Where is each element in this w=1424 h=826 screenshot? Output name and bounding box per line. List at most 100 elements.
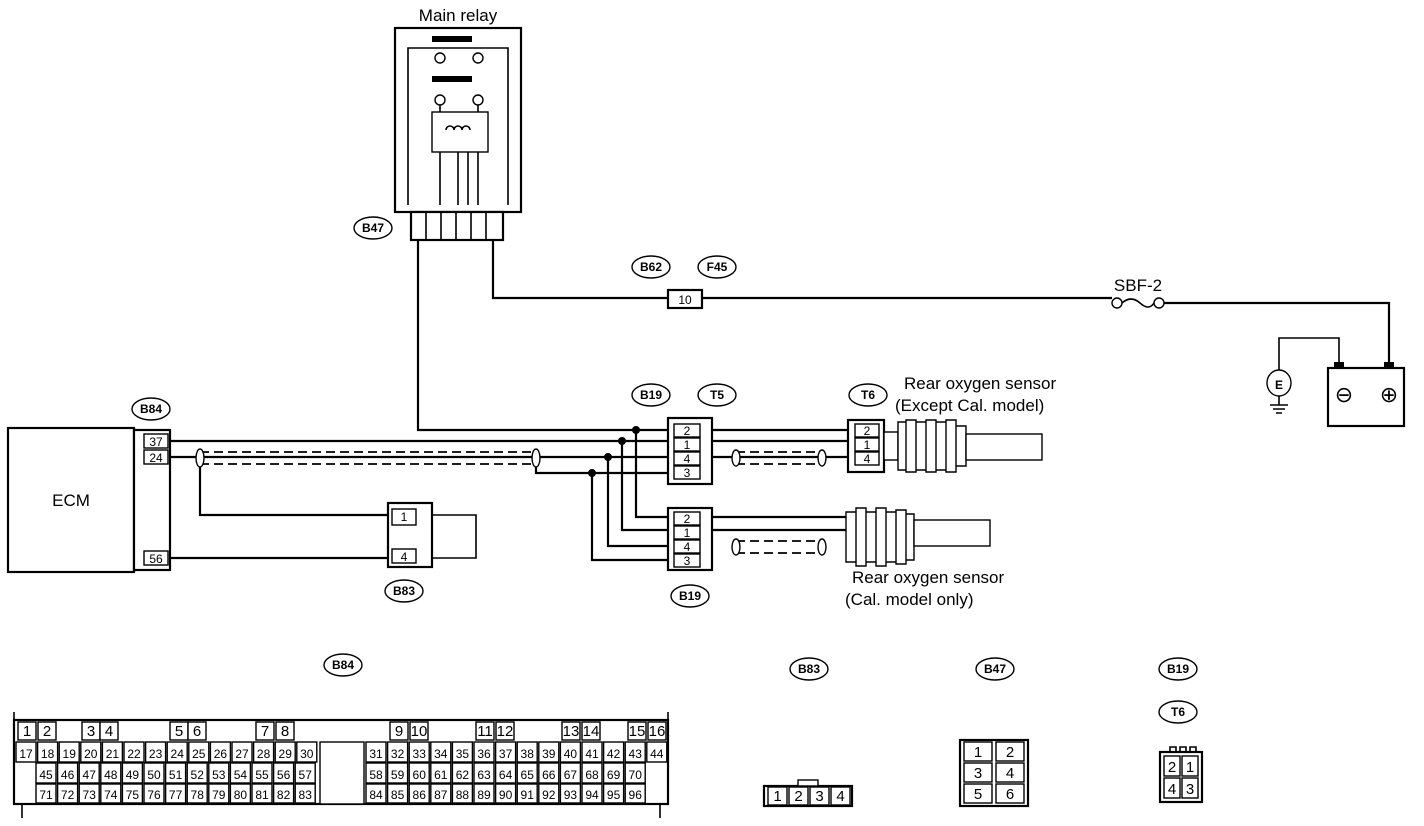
face-pin-label: 83 <box>299 788 313 802</box>
face-pin-label: 20 <box>84 747 98 761</box>
b62-f45-connector: 10 <box>666 288 704 310</box>
face-pin-cell <box>37 721 57 741</box>
face-pin-cell <box>473 762 495 784</box>
face-pin-cell <box>451 762 474 784</box>
face-pin-cell <box>624 783 646 804</box>
face-pin-label: 5 <box>175 723 183 740</box>
face-pin-label: 18 <box>41 747 55 761</box>
face-pin-label: 41 <box>585 747 599 761</box>
face-pin-cell <box>99 721 119 741</box>
b19-top-tag: B19 <box>631 383 671 407</box>
face-pin-label: 80 <box>234 788 248 802</box>
main-relay <box>393 26 523 214</box>
t5-pin-2: 2 <box>684 424 691 438</box>
sbf-fuse <box>1111 297 1165 309</box>
ecm-pin-56: 56 <box>149 552 163 566</box>
face-pin-cell <box>252 741 275 763</box>
face-pin-cell <box>494 741 517 763</box>
face-pin-label: 84 <box>369 788 383 802</box>
face-pin-label: 85 <box>391 788 405 802</box>
face-pin-label: 73 <box>83 788 97 802</box>
face-pin-label: 30 <box>300 747 314 761</box>
face-pin-cell <box>516 741 538 763</box>
face-pin-label: 63 <box>477 768 491 782</box>
face-pin-label: 47 <box>83 768 97 782</box>
svg-text:B84: B84 <box>332 658 354 672</box>
wire-branch-1 <box>620 441 668 532</box>
sensor-a-label-line2: (Except Cal. model) <box>895 396 1044 415</box>
face-pin-label: 2 <box>43 723 51 740</box>
ecm-pin-24: 24 <box>149 451 163 465</box>
battery-negative-icon: ⊖ <box>1335 382 1353 407</box>
face-pin-label: 37 <box>499 747 513 761</box>
face-pin-label: 33 <box>413 747 427 761</box>
ground-label: E <box>1275 378 1283 392</box>
face-pin-label: 6 <box>1006 786 1014 803</box>
svg-text:T6: T6 <box>1171 705 1185 719</box>
ecm-pin-37: 37 <box>149 435 163 449</box>
face-pin-label: 64 <box>499 768 513 782</box>
face-pin-label: 36 <box>477 747 491 761</box>
wire-relay-to-t5 <box>416 240 668 432</box>
wire-b19-sensor <box>712 515 846 532</box>
wire-to-battery <box>1164 301 1391 368</box>
face-pin-cell <box>121 762 144 784</box>
face-pin-label: 66 <box>542 768 556 782</box>
battery-positive-icon: ⊕ <box>1380 382 1398 407</box>
face-pin-cell <box>164 783 187 804</box>
face-pin-label: 4 <box>1006 765 1014 782</box>
face-pin-label: 45 <box>39 768 53 782</box>
face-pin-cell <box>475 721 495 741</box>
rear-oxygen-sensor-a <box>883 419 1043 473</box>
face-pin-label: 52 <box>191 768 205 782</box>
face-pin-cell <box>100 762 122 784</box>
face-pin-label: 25 <box>192 747 206 761</box>
face-pin-cell <box>365 741 387 763</box>
face-pin-label: 15 <box>629 723 646 740</box>
face-pin-label: 93 <box>564 788 578 802</box>
svg-text:10: 10 <box>678 293 692 307</box>
face-pin-label: 9 <box>395 723 403 740</box>
face-pin-cell <box>208 783 230 804</box>
face-pin-label: 24 <box>171 747 185 761</box>
b84-face-tag: B84 <box>323 653 363 677</box>
face-pin-label: 35 <box>456 747 470 761</box>
face-pin-label: 1 <box>974 744 982 761</box>
face-pin-label: 34 <box>434 747 448 761</box>
face-pin-cell <box>408 741 430 763</box>
main-relay-label: Main relay <box>419 6 498 25</box>
face-pin-label: 44 <box>650 747 664 761</box>
shield-t5-t6 <box>736 451 822 465</box>
face-pin-cell <box>255 721 275 741</box>
face-pin-label: 39 <box>542 747 556 761</box>
sensor-a-label-line1: Rear oxygen sensor <box>904 374 1056 393</box>
face-pin-cell <box>231 741 253 763</box>
face-pin-cell <box>294 783 316 804</box>
face-pin-cell <box>809 786 830 806</box>
face-pin-cell <box>186 762 208 784</box>
face-pin-label: 3 <box>1186 781 1194 798</box>
face-pin-label: 50 <box>147 768 161 782</box>
t6-tag: T6 <box>848 383 888 407</box>
face-pin-label: 2 <box>1006 744 1014 761</box>
face-pin-cell <box>788 786 809 806</box>
face-pin-label: 19 <box>63 747 77 761</box>
face-pin-cell <box>186 783 208 804</box>
b62-tag: B62 <box>631 255 671 279</box>
b83-connector <box>386 501 477 569</box>
face-pin-cell <box>538 762 560 784</box>
b19-connector <box>666 506 714 572</box>
t6-pin-1: 1 <box>864 438 871 452</box>
svg-text:B47: B47 <box>362 221 384 235</box>
face-pin-cell <box>646 741 668 763</box>
face-pin-cell <box>473 741 495 763</box>
b19-pin-3: 3 <box>684 554 691 568</box>
face-pin-label: 14 <box>583 723 600 740</box>
face-pin-label: 31 <box>369 747 383 761</box>
face-pin-cell <box>830 786 851 806</box>
face-pin-label: 58 <box>369 768 383 782</box>
face-pin-label: 82 <box>277 788 291 802</box>
face-pin-label: 32 <box>391 747 405 761</box>
face-pin-cell <box>1163 777 1181 799</box>
face-pin-cell <box>516 783 538 804</box>
